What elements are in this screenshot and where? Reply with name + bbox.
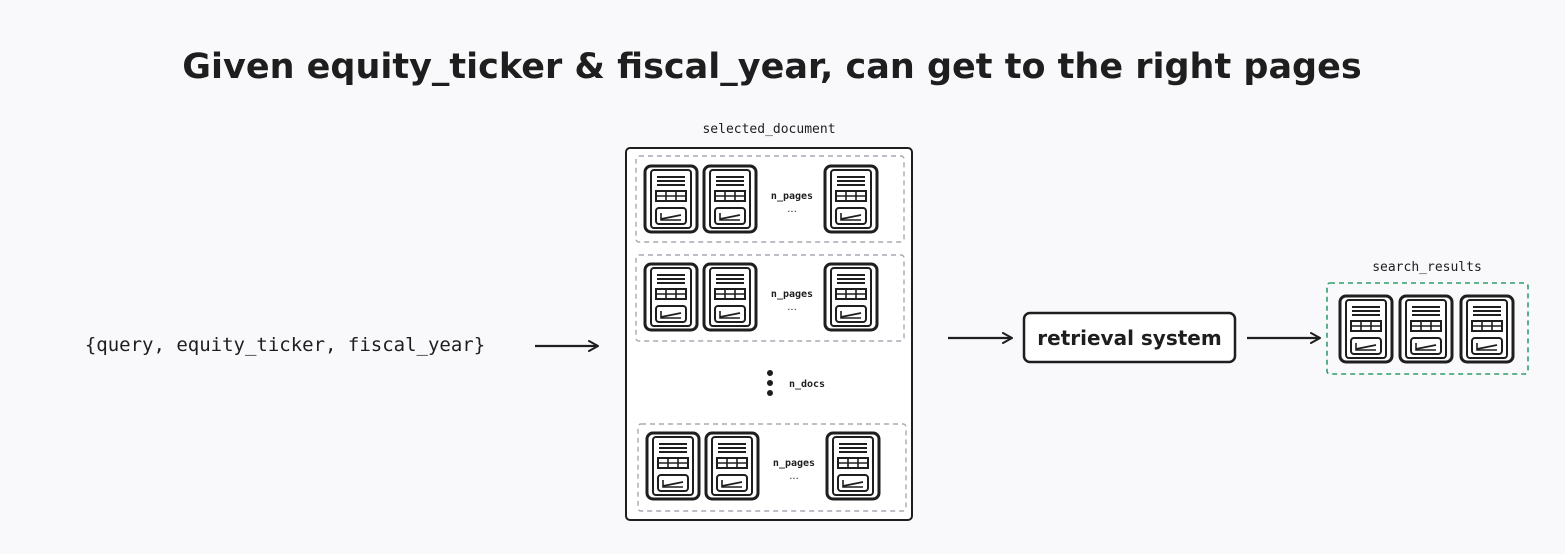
document-page-group: n_pages ... xyxy=(635,155,905,243)
pages-ellipsis: ... xyxy=(789,471,799,482)
pages-ellipsis: ... xyxy=(787,302,797,313)
document-page-icon xyxy=(643,164,699,234)
document-page-icon xyxy=(1398,294,1454,364)
more-docs-indicator: n_docs xyxy=(767,370,825,396)
retrieval-system-box: retrieval system xyxy=(1022,311,1237,364)
document-page-icon xyxy=(702,262,758,332)
selected-document-label: selected_document xyxy=(702,122,835,137)
document-page-icon xyxy=(1338,294,1394,364)
pages-ellipsis: ... xyxy=(787,204,797,215)
document-page-icon xyxy=(704,431,760,501)
search-results-label: search_results xyxy=(1372,260,1482,275)
n-pages-label: n_pages xyxy=(771,289,813,300)
document-page-icon xyxy=(823,164,879,234)
document-page-icon xyxy=(1459,294,1515,364)
input-label: {query, equity_ticker, fiscal_year} xyxy=(85,334,485,356)
n-docs-label: n_docs xyxy=(789,379,825,390)
document-page-icon xyxy=(823,262,879,332)
document-page-icon xyxy=(645,431,701,501)
diagram-title: Given equity_ticker & fiscal_year, can g… xyxy=(182,47,1361,87)
document-page-icon xyxy=(643,262,699,332)
selected-document: n_pages ... n_pages ... n_docs n_pages xyxy=(625,147,913,521)
retrieval-system-label: retrieval system xyxy=(1037,326,1221,350)
n-pages-label: n_pages xyxy=(773,458,815,469)
n-pages-label: n_pages xyxy=(771,191,813,202)
document-page-group: n_pages ... xyxy=(635,254,905,342)
document-page-icon xyxy=(702,164,758,234)
document-page-icon xyxy=(825,431,881,501)
document-page-group: n_pages ... xyxy=(637,423,907,512)
search-results xyxy=(1326,282,1529,375)
